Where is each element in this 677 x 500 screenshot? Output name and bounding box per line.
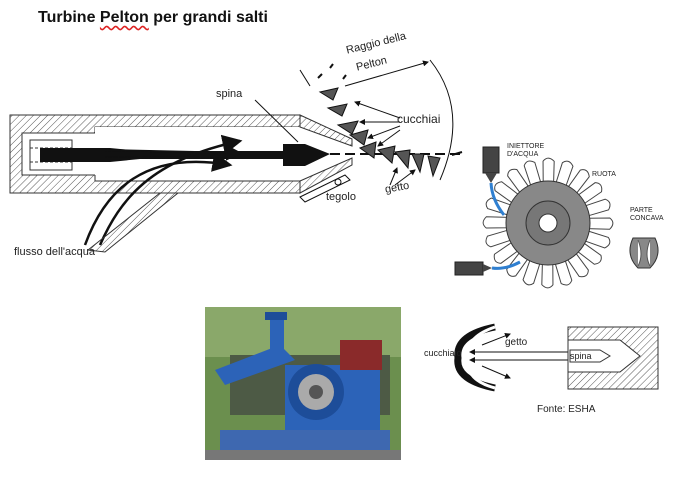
wheel-tooth [523,160,542,188]
jet-spina-label: spina [570,351,592,361]
water-flow-lines [83,134,243,246]
wheel-tooth [583,198,611,217]
wheel-tooth [566,169,590,195]
wheel-tooth [485,229,513,248]
wheel-tooth [542,157,555,184]
wheel-tooth [587,217,614,230]
spina-label: spina [216,88,243,100]
wheel-tooth [507,168,530,195]
branch-pipe [86,192,180,253]
wheel-tooth [583,230,611,249]
wheel-tooth [494,181,520,205]
page-title: Turbine Pelton per grandi salti [38,9,268,26]
jet-getto-label: getto [505,337,528,348]
upper-injector [482,146,506,216]
cucchiai-label: cucchiai [397,112,441,126]
parte-label-2: CONCAVA [630,215,664,222]
flusso-label: flusso dell'acqua [14,246,95,258]
cucchiaio-label: cucchiaio [424,348,462,358]
wheel-tooth [482,216,509,229]
wheel-tooth [555,160,574,188]
wheel-tooth [566,251,589,278]
concave-bucket [629,237,659,269]
parte-label-1: PARTE [630,207,653,214]
buckets [318,87,441,178]
wheel-hub [538,213,558,233]
wheel-tooth [576,182,603,205]
wheel-tooth [554,258,573,286]
wheel-tooth [541,262,554,289]
iniettore-label-2: D'ACQUA [507,151,539,158]
title-underlined-word: Pelton [99,9,149,26]
wheel-teeth [482,157,614,289]
source-caption: Fonte: ESHA [537,404,596,415]
wheel-tooth [576,241,602,265]
iniettore-label-1: INIETTORE [507,143,545,150]
ruota-label: RUOTA [592,171,616,178]
lower-injector [454,260,521,276]
wheel-tooth [493,241,520,264]
tegolo-label: tegolo [326,191,356,203]
wheel-tooth [522,258,541,286]
